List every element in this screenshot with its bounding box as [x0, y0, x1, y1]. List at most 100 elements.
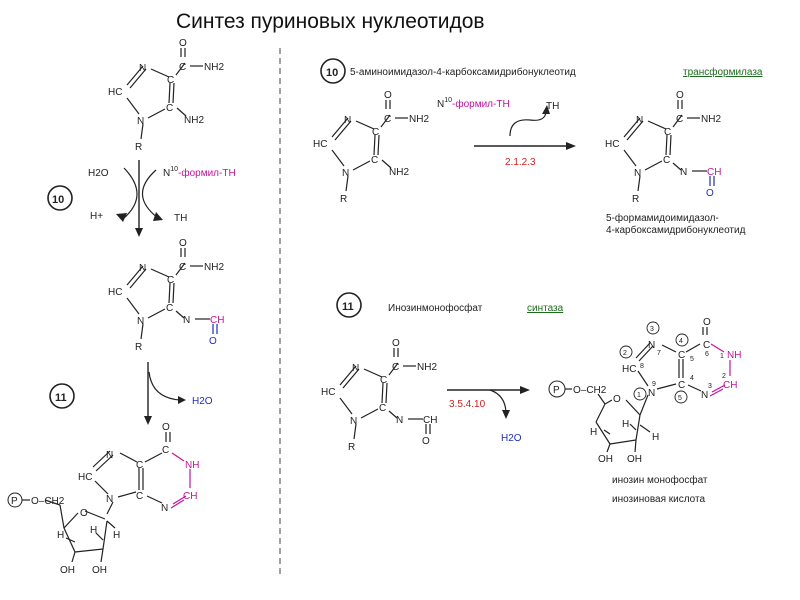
reaction-arrow-11-left: H2O: [144, 362, 213, 425]
svg-text:7: 7: [657, 350, 661, 357]
svg-text:OH: OH: [598, 454, 613, 465]
svg-text:HC: HC: [622, 364, 636, 375]
svg-text:NH2: NH2: [204, 262, 224, 273]
svg-text:4-карбоксамидрибонуклеотид: 4-карбоксамидрибонуклеотид: [606, 224, 746, 236]
svg-text:C: C: [392, 362, 399, 373]
svg-text:N: N: [137, 316, 144, 327]
svg-text:N: N: [352, 363, 359, 374]
svg-text:H2O: H2O: [88, 168, 109, 179]
svg-text:N: N: [636, 115, 643, 126]
svg-text:C: C: [166, 303, 173, 314]
svg-text:OH: OH: [92, 565, 107, 576]
svg-text:R: R: [135, 142, 142, 153]
svg-text:N10-формил-ТН: N10-формил-ТН: [163, 166, 236, 179]
reaction-arrow-11-right: 3.5.4.10 H2O: [447, 386, 530, 444]
structure-aicar-left: N C O C NH2 HC C NH2 N R: [108, 38, 224, 153]
reaction-arrow-10-right: N10-формил-ТН ТН 2.1.2.3: [437, 97, 576, 168]
svg-text:HC: HC: [321, 387, 335, 398]
svg-text:N: N: [648, 388, 655, 399]
svg-text:инозиновая кислота: инозиновая кислота: [612, 494, 705, 505]
svg-text:3.5.4.10: 3.5.4.10: [449, 399, 486, 410]
step11-header: 11 Инозинмонофосфат синтаза: [336, 292, 564, 318]
svg-text:R: R: [340, 194, 347, 205]
svg-text:NH: NH: [727, 350, 741, 361]
svg-text:N: N: [137, 116, 144, 127]
svg-text:NH2: NH2: [417, 362, 437, 373]
svg-text:H+: H+: [90, 211, 103, 222]
svg-text:9: 9: [652, 381, 656, 388]
svg-text:H: H: [90, 525, 97, 536]
step10-header: 10 5-аминоимидазол-4-карбоксамидрибонукл…: [320, 58, 763, 84]
svg-text:R: R: [135, 342, 142, 353]
svg-text:C: C: [384, 114, 391, 125]
svg-text:N: N: [139, 263, 146, 274]
svg-text:O: O: [703, 317, 711, 328]
svg-text:N: N: [680, 167, 687, 178]
svg-text:OH: OH: [60, 565, 75, 576]
svg-text:C: C: [167, 75, 174, 86]
svg-text:N: N: [701, 390, 708, 401]
svg-text:O: O: [613, 394, 621, 405]
svg-text:C: C: [371, 155, 378, 166]
svg-text:H: H: [113, 530, 120, 541]
svg-text:C: C: [179, 62, 186, 73]
page-title: Синтез пуриновых нуклеотидов: [176, 10, 485, 33]
svg-text:O: O: [179, 238, 187, 249]
svg-text:ТН: ТН: [174, 213, 187, 224]
svg-text:4: 4: [679, 338, 683, 345]
svg-text:1: 1: [637, 392, 641, 399]
svg-text:CH: CH: [423, 415, 437, 426]
svg-text:O: O: [706, 188, 714, 199]
svg-text:C: C: [380, 375, 387, 386]
svg-text:синтаза: синтаза: [527, 303, 564, 314]
svg-text:O: O: [384, 90, 392, 101]
step10-product-name: 5-формамидоимидазол- 4-карбоксамидрибону…: [606, 212, 746, 236]
svg-text:N10-формил-ТН: N10-формил-ТН: [437, 97, 510, 110]
svg-text:O–CH2: O–CH2: [31, 496, 65, 507]
svg-text:C: C: [676, 114, 683, 125]
svg-text:N: N: [648, 340, 655, 351]
svg-text:5: 5: [678, 395, 682, 402]
svg-text:C: C: [162, 445, 169, 456]
svg-text:NH2: NH2: [409, 114, 429, 125]
svg-text:10: 10: [52, 194, 64, 206]
svg-text:CH: CH: [723, 380, 737, 391]
structure-aicar-right: N C O C NH2 HC C NH2 N R: [313, 90, 429, 205]
svg-text:N: N: [634, 168, 641, 179]
svg-text:NH2: NH2: [184, 115, 204, 126]
svg-text:HC: HC: [78, 472, 92, 483]
svg-text:O: O: [676, 90, 684, 101]
svg-text:10: 10: [326, 67, 338, 79]
svg-text:H: H: [57, 530, 64, 541]
svg-text:H: H: [590, 427, 597, 438]
svg-text:C: C: [664, 127, 671, 138]
svg-text:O: O: [162, 422, 170, 433]
svg-text:CH: CH: [210, 315, 224, 326]
svg-text:C: C: [703, 340, 710, 351]
svg-text:H: H: [652, 432, 659, 443]
svg-text:2: 2: [722, 373, 726, 380]
svg-text:R: R: [632, 194, 639, 205]
svg-text:NH: NH: [185, 460, 199, 471]
svg-text:NH2: NH2: [204, 62, 224, 73]
structure-imp-right: P O–CH2 O H H H OH OH: [548, 317, 741, 465]
svg-text:3: 3: [708, 383, 712, 390]
svg-text:N: N: [106, 494, 113, 505]
svg-text:HC: HC: [605, 139, 619, 150]
svg-text:HC: HC: [108, 87, 122, 98]
structure-faicar-right: N C O C NH2 HC C N CH O N R: [605, 90, 721, 205]
svg-text:N: N: [342, 168, 349, 179]
step11-product-name: инозин монофосфат инозиновая кислота: [612, 474, 708, 505]
svg-text:NH2: NH2: [389, 167, 409, 178]
svg-text:NH2: NH2: [701, 114, 721, 125]
svg-text:инозин монофосфат: инозин монофосфат: [612, 474, 708, 486]
svg-text:C: C: [663, 155, 670, 166]
svg-text:N: N: [161, 503, 168, 514]
svg-text:C: C: [678, 380, 685, 391]
svg-text:CH: CH: [183, 491, 197, 502]
svg-text:11: 11: [55, 392, 67, 404]
svg-text:P: P: [553, 385, 560, 396]
svg-text:R: R: [348, 442, 355, 453]
svg-text:N: N: [139, 63, 146, 74]
svg-text:C: C: [179, 262, 186, 273]
